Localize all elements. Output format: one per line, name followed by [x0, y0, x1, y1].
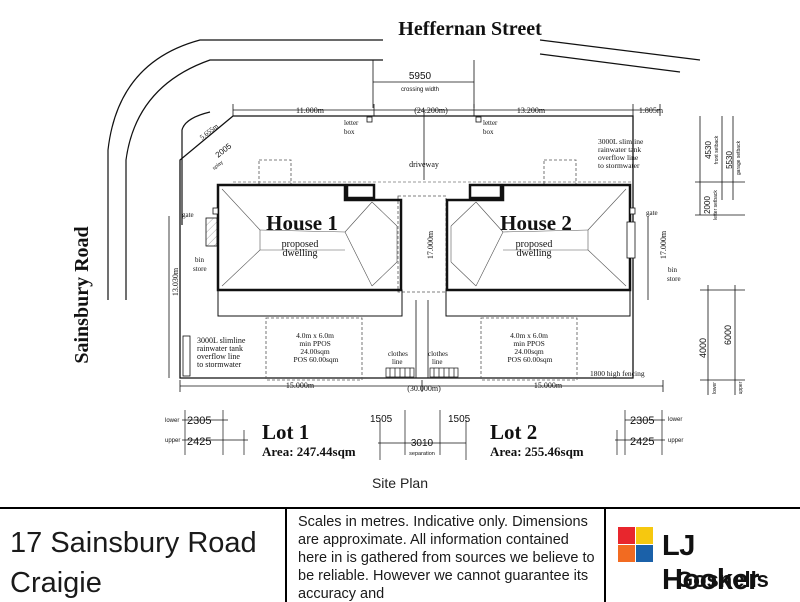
dim-top-left: 11.000m [296, 106, 325, 115]
lot-2-area: Area: 255.46sqm [490, 444, 584, 459]
house-1-name: House 1 [266, 211, 338, 235]
dim-right-lower: 4000 [698, 338, 708, 358]
house-2-name: House 2 [500, 211, 572, 235]
disclaimer-text: Scales in metres. Indicative only. Dimen… [298, 514, 595, 602]
dim-bottom-right: 15.000m [534, 381, 563, 390]
gates [182, 207, 636, 377]
address-line-2: Craigie [10, 567, 102, 599]
lot-divider-lines [415, 110, 429, 378]
address-line-1: 17 Sainsbury Road [10, 527, 257, 559]
lot-1-area: Area: 247.44sqm [262, 444, 356, 459]
left-upper-label: upper [165, 438, 180, 444]
crossing-width-value: 5950 [409, 71, 432, 82]
sep-right: 1505 [448, 414, 471, 425]
crossing-dimension [372, 60, 475, 108]
sep-label: separation [409, 451, 435, 457]
letter-box-markers [366, 116, 482, 123]
clothes-line-markers [385, 367, 459, 378]
ppos-areas [265, 317, 578, 381]
lot-2-name: Lot 2 [490, 420, 537, 444]
left-lower-label: lower [165, 418, 179, 424]
sep-center: 3010 [411, 438, 434, 449]
house-1-footprint [216, 183, 403, 317]
depth-dimension-lines [168, 216, 649, 378]
dim-center-depth: 17.000m [426, 230, 435, 259]
logo-square-blue [636, 545, 653, 562]
bottom-dimension-line [179, 380, 664, 392]
agency-brand[interactable]: LJ Hooker Gosnells [618, 527, 798, 602]
gate-right: gate [646, 209, 658, 217]
dim-bottom-left: 15.000m [286, 381, 315, 390]
house-1-sub1: proposed [282, 239, 319, 250]
top-dimension-line [232, 104, 661, 116]
house-1-sub2: dwelling [283, 248, 318, 259]
footer-divider-1 [285, 509, 287, 602]
street-name-top: Heffernan Street [398, 18, 542, 40]
dim-corner-splay: splay [212, 159, 225, 171]
dim-bottom-center: (30.000m) [407, 384, 441, 393]
tank-note-left: 3000L slimline rainwater tank overflow l… [197, 336, 247, 369]
house-2-sub2: dwelling [517, 248, 552, 259]
dim-garage-setback: 5530 [725, 151, 734, 169]
lot-1-name: Lot 1 [262, 420, 309, 444]
dim-letter-setback-label: letter setback [713, 190, 719, 220]
lj-hooker-logo-icon [618, 527, 654, 563]
site-boundary [179, 115, 634, 379]
logo-square-orange [618, 545, 635, 562]
logo-square-red [618, 527, 635, 544]
right-upper-side-value: 2425 [630, 436, 654, 448]
crossing-width-label: crossing width [401, 87, 439, 93]
street-curb [107, 39, 701, 300]
footer-bar: 17 Sainsbury Road Craigie Scales in metr… [0, 507, 800, 602]
house-2-footprint [445, 183, 632, 317]
dim-front-setback-label: front setback [714, 135, 720, 164]
right-upper-side-label: upper [668, 438, 683, 444]
dim-right-lower-label: lower [712, 382, 718, 394]
right-setback-dims [695, 116, 745, 395]
left-upper-value: 2425 [187, 436, 211, 448]
gate-left: gate [182, 211, 194, 219]
dim-letter-setback: 2000 [703, 196, 712, 214]
dim-garage-setback-label: garage setback [736, 140, 742, 175]
street-name-side: Sainsbury Road [71, 226, 93, 363]
site-plan-title: Site Plan [372, 475, 428, 491]
dim-top-center: (24.200m) [414, 106, 448, 115]
dim-front-setback: 4530 [704, 141, 713, 159]
dim-right-depth: 17.000m [659, 230, 668, 259]
dim-right-upper-label: upper [738, 381, 744, 394]
logo-square-yellow [636, 527, 653, 544]
ppos-left: 4.0m x 6.0m min PPOS 24.00sqm POS 60.00s… [293, 331, 338, 364]
dim-top-far-right: 1.805m [639, 106, 664, 115]
footer-divider-2 [604, 509, 606, 602]
property-address: 17 Sainsbury Road Craigie [10, 523, 270, 602]
sep-left: 1505 [370, 414, 393, 425]
dim-left-depth: 13.030m [171, 267, 180, 296]
house-2-sub1: proposed [516, 239, 553, 250]
dim-top-right: 13.200m [517, 106, 546, 115]
right-lower-side-label: lower [668, 417, 682, 423]
left-lower-value: 2305 [187, 415, 211, 427]
agency-name: LJ Hooker [662, 530, 759, 596]
right-lower-side-value: 2305 [630, 415, 654, 427]
side-level-dims [182, 410, 665, 460]
ppos-right: 4.0m x 6.0m min PPOS 24.00sqm POS 60.00s… [507, 331, 552, 364]
dim-corner-b: 2005 [214, 141, 234, 159]
fencing-note: 1800 high fencing [590, 369, 645, 378]
agency-office: Gosnells [676, 567, 769, 592]
tank-note-right: 3000L slimline rainwater tank overflow l… [598, 137, 645, 170]
dim-corner-a: 5.655m [198, 122, 220, 142]
dim-right-upper: 6000 [723, 325, 733, 345]
